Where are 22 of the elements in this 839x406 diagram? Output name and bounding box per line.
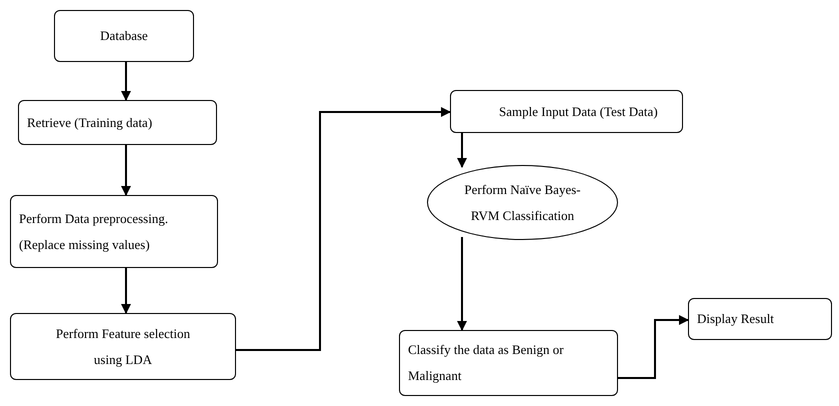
node-text: Display Result — [697, 310, 775, 328]
node-text: Retrieve (Training data) — [27, 114, 154, 132]
node-text: Perform Data preprocessing. (Replace missing values) — [19, 210, 170, 254]
process-box — [450, 90, 683, 133]
node-text: Database — [99, 27, 149, 45]
arrow — [457, 237, 467, 331]
process-box — [10, 195, 218, 268]
arrow — [121, 268, 131, 314]
arrow — [121, 145, 131, 196]
node-text: Classify the data as Benign or Malignant — [408, 341, 565, 385]
process-box — [10, 313, 236, 380]
arrow — [457, 133, 467, 168]
arrow — [618, 315, 689, 379]
process-box — [18, 100, 217, 145]
node-text: Perform Naïve Bayes-RVM Classification — [463, 180, 582, 224]
arrow — [236, 107, 451, 351]
node-text: Perform Feature selection using LDA — [54, 324, 192, 369]
process-box — [688, 298, 832, 340]
process-box — [54, 10, 194, 62]
arrow — [121, 62, 131, 101]
node-text: Sample Input Data (Test Data) — [498, 102, 659, 121]
process-box — [399, 330, 618, 396]
